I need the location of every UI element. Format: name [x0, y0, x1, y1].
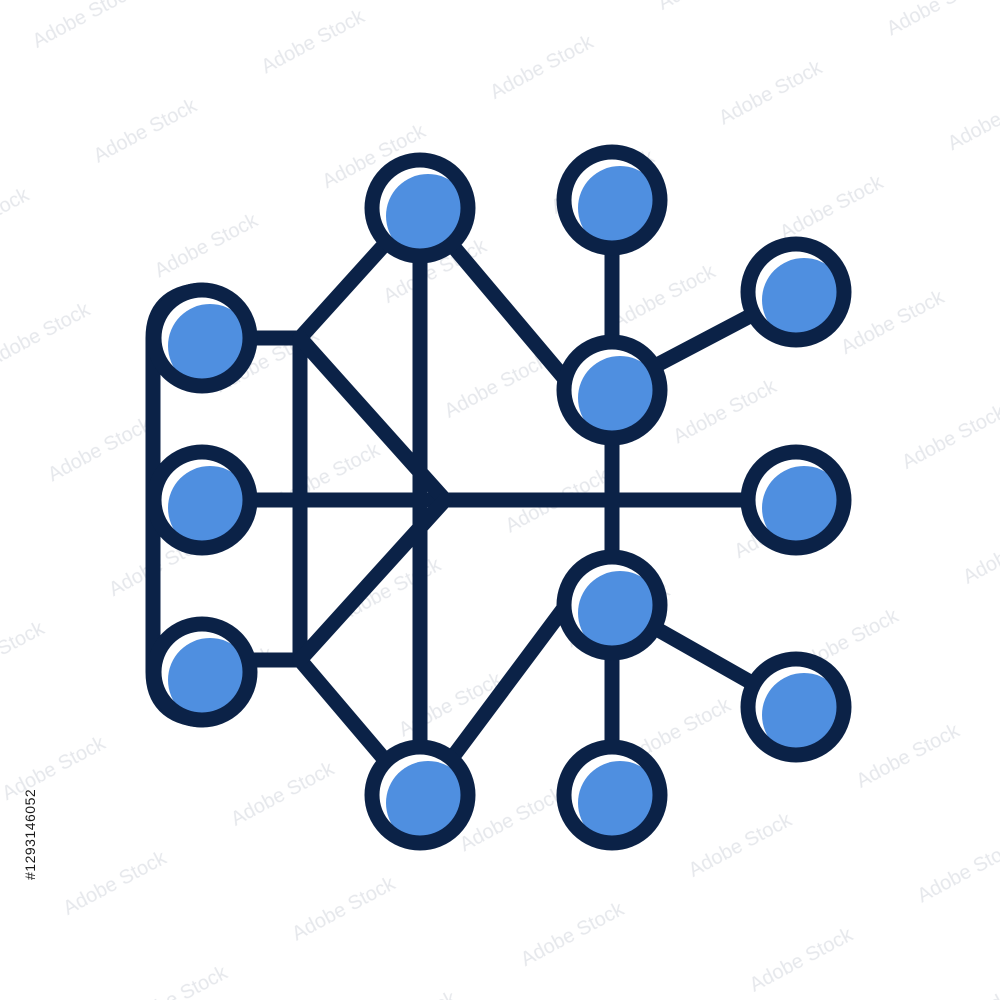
network-node	[740, 236, 852, 348]
node-ring	[740, 444, 852, 556]
edge	[647, 620, 760, 691]
node-ring	[556, 549, 668, 661]
network-node	[556, 739, 668, 851]
edge	[292, 236, 393, 346]
network-node	[146, 444, 258, 556]
node-ring	[146, 616, 258, 728]
node-ring	[146, 282, 258, 394]
node-group	[146, 144, 852, 851]
network-node	[556, 334, 668, 446]
network-node	[740, 444, 852, 556]
edge	[444, 592, 578, 766]
network-node	[364, 739, 476, 851]
node-ring	[556, 334, 668, 446]
edge	[444, 237, 578, 393]
node-ring	[364, 739, 476, 851]
edge	[647, 307, 760, 374]
network-node	[146, 616, 258, 728]
network-node	[364, 152, 476, 264]
network-node	[556, 144, 668, 256]
node-ring	[556, 144, 668, 256]
node-ring	[556, 739, 668, 851]
node-ring	[146, 444, 258, 556]
stock-id-label: #1293146052	[22, 788, 38, 880]
node-ring	[740, 651, 852, 763]
node-ring	[364, 152, 476, 264]
network-node	[556, 549, 668, 661]
edge-group	[145, 236, 760, 768]
network-node	[146, 282, 258, 394]
node-ring	[740, 236, 852, 348]
network-node	[740, 651, 852, 763]
edge	[292, 652, 393, 768]
